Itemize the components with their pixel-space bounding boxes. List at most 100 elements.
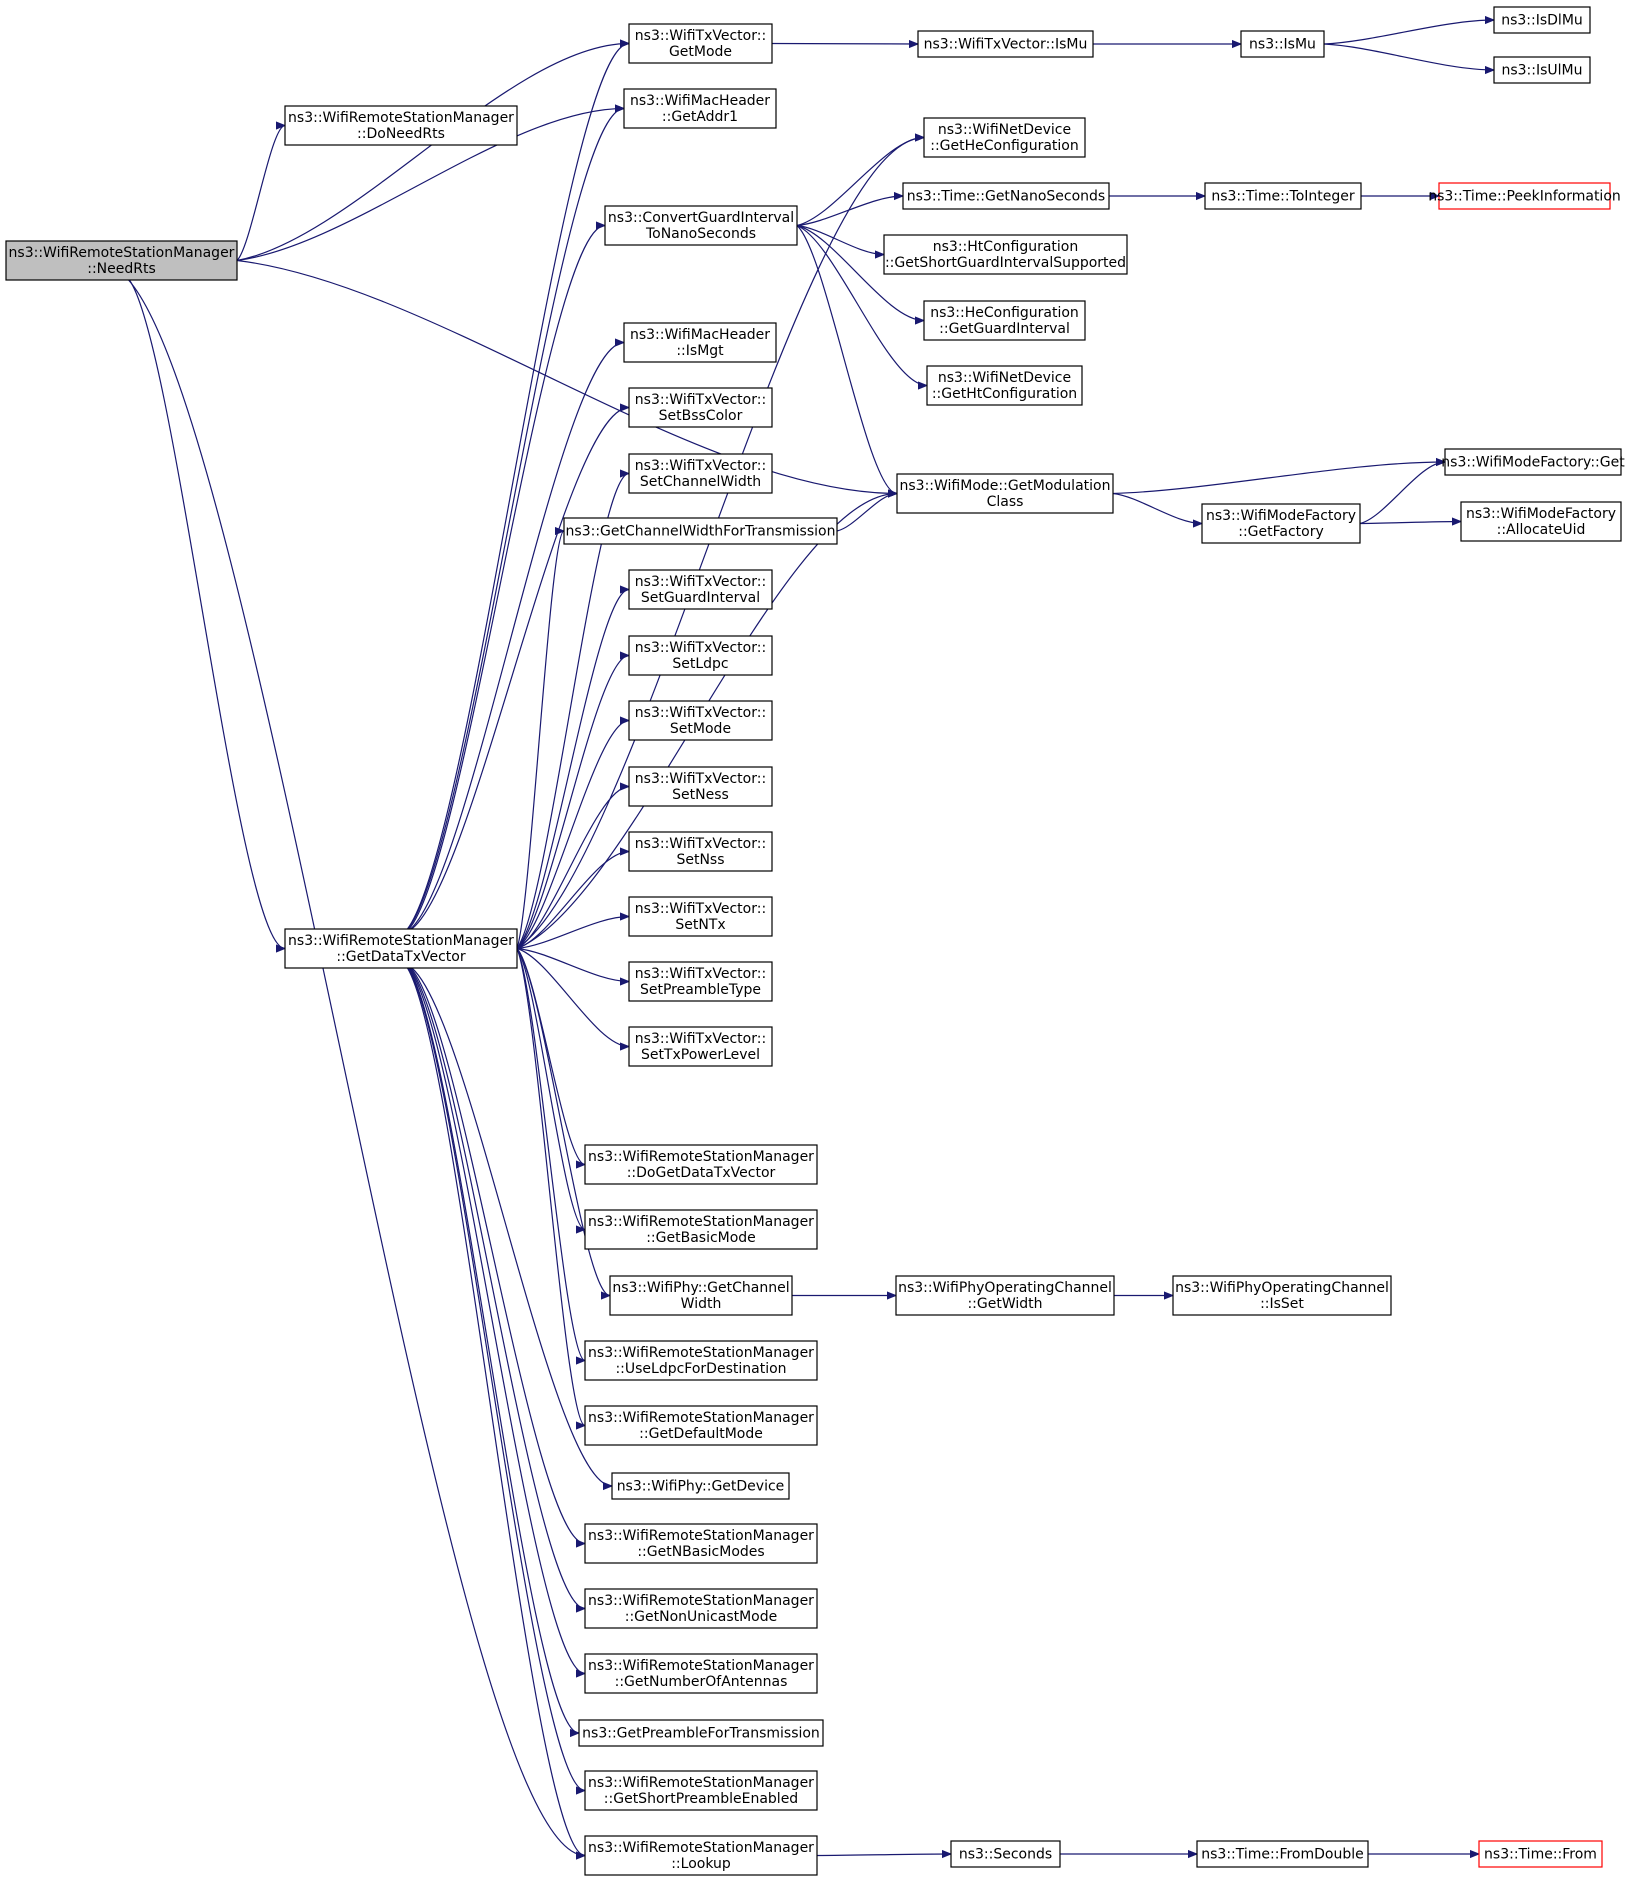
node-box [1196,1840,1369,1868]
node-label-line: ns3::WifiPhyOperatingChannel [1175,1280,1389,1296]
node-label-line: ::GetHtConfiguration [932,386,1077,402]
node-label-line: ns3::WifiTxVector::IsMu [924,37,1088,53]
node-modefactory-allocateuid[interactable]: ns3::WifiModeFactory::AllocateUid [1460,501,1622,542]
node-modefactory-getfactory[interactable]: ns3::WifiModeFactory::GetFactory [1201,503,1361,544]
node-txvector-setntx[interactable]: ns3::WifiTxVector::SetNTx [628,896,773,937]
node-txvector-setldpc[interactable]: ns3::WifiTxVector::SetLdpc [628,635,773,676]
node-operatingchannel-isset[interactable]: ns3::WifiPhyOperatingChannel::IsSet [1172,1275,1392,1316]
node-seconds[interactable]: ns3::Seconds [950,1840,1061,1868]
node-time-getnanoseconds[interactable]: ns3::Time::GetNanoSeconds [902,182,1110,210]
node-time-peekinformation[interactable]: ns3::Time::PeekInformation [1428,182,1621,210]
node-label-line: ::GetGuardInterval [939,321,1070,337]
node-txvector-setness[interactable]: ns3::WifiTxVector::SetNess [628,766,773,807]
node-label-line: ns3::WifiRemoteStationManager [588,1345,814,1361]
node-getdefaultmode[interactable]: ns3::WifiRemoteStationManager::GetDefaul… [584,1405,818,1446]
node-label-line: ::GetAddr1 [662,109,738,125]
node-txvector-setnss[interactable]: ns3::WifiTxVector::SetNss [628,831,773,872]
edges-layer [128,20,1494,1856]
node-time-fromdouble[interactable]: ns3::Time::FromDouble [1196,1840,1369,1868]
node-macheader-getaddr1[interactable]: ns3::WifiMacHeader::GetAddr1 [623,88,777,129]
node-getnonunicastmode[interactable]: ns3::WifiRemoteStationManager::GetNonUni… [584,1588,818,1629]
node-label-line: ::IsSet [1260,1296,1304,1312]
node-label-line: ns3::WifiModeFactory [1466,506,1616,522]
node-txvector-setguardinterval[interactable]: ns3::WifiTxVector::SetGuardInterval [628,569,773,610]
node-getpreamblefortransmission[interactable]: ns3::GetPreambleForTransmission [578,1719,824,1747]
node-txvector-setpreambletype[interactable]: ns3::WifiTxVector::SetPreambleType [628,961,773,1002]
node-getdatatxvector[interactable]: ns3::WifiRemoteStationManager::GetDataTx… [284,928,518,969]
node-heconfig-getguardinterval[interactable]: ns3::HeConfiguration::GetGuardInterval [923,300,1086,341]
node-phy-getdevice[interactable]: ns3::WifiPhy::GetDevice [611,1472,790,1500]
edge-convertgi-to-htcfg-getsgi [796,224,884,255]
edge-getdatatxvector-to-getchwidthfortx [516,531,565,949]
node-box [1444,448,1622,476]
node-macheader-ismgt[interactable]: ns3::WifiMacHeader::IsMgt [623,322,777,363]
edge-getdatatxvector-to-useldpcfordest [516,948,586,1361]
node-txvector-setmode[interactable]: ns3::WifiTxVector::SetMode [628,700,773,741]
edge-getdatatxvector-to-lookup [406,967,586,1856]
node-isulmu[interactable]: ns3::IsUlMu [1493,56,1591,84]
edge-ismu-to-isdlmu [1323,20,1494,45]
node-box [604,205,798,246]
node-phy-getchannelwidth[interactable]: ns3::WifiPhy::GetChannelWidth [609,1275,793,1316]
node-label-line: ::GetNonUnicastMode [625,1609,778,1625]
node-getnbasicmodes[interactable]: ns3::WifiRemoteStationManager::GetNBasic… [584,1523,818,1564]
node-netdevice-gethecfg[interactable]: ns3::WifiNetDevice::GetHeConfiguration [923,117,1086,158]
node-htconfig-getshortguardinterval[interactable]: ns3::HtConfiguration::GetShortGuardInter… [883,234,1128,275]
node-label-line: ns3::WifiRemoteStationManager [588,1775,814,1791]
node-label-line: SetPreambleType [640,982,761,998]
node-box [584,1835,818,1876]
node-label-line: ::GetShortGuardIntervalSupported [885,255,1126,271]
node-operatingchannel-getwidth[interactable]: ns3::WifiPhyOperatingChannel::GetWidth [895,1275,1115,1316]
node-txvector-ismu[interactable]: ns3::WifiTxVector::IsMu [917,30,1094,58]
node-needrts[interactable]: ns3::WifiRemoteStationManager::NeedRts [5,240,238,281]
node-label-line: ns3::WifiPhyOperatingChannel [898,1280,1112,1296]
node-getbasicmode[interactable]: ns3::WifiRemoteStationManager::GetBasicM… [584,1209,818,1250]
node-getshortpreambleenabled[interactable]: ns3::WifiRemoteStationManager::GetShortP… [584,1770,818,1811]
edge-getdatatxvector-to-txv-setness [516,787,630,950]
node-txvector-setchannelwidth[interactable]: ns3::WifiTxVector::SetChannelWidth [628,453,773,494]
node-time-from[interactable]: ns3::Time::From [1478,1840,1603,1868]
node-label-line: ns3::Time::ToInteger [1211,189,1355,205]
node-box [284,105,518,146]
node-txvector-setbsscolor[interactable]: ns3::WifiTxVector::SetBssColor [628,387,773,428]
node-txvector-settxpowerlevel[interactable]: ns3::WifiTxVector::SetTxPowerLevel [628,1026,773,1067]
node-useldpcfordestination[interactable]: ns3::WifiRemoteStationManager::UseLdpcFo… [584,1340,818,1381]
node-netdevice-gethtcfg[interactable]: ns3::WifiNetDevice::GetHtConfiguration [926,365,1083,406]
node-box [1240,30,1325,58]
node-label-line: SetNess [672,787,729,803]
node-dogetdatatxvector[interactable]: ns3::WifiRemoteStationManager::DoGetData… [584,1144,818,1185]
node-label-line: SetTxPowerLevel [641,1047,760,1063]
edge-getdatatxvector-to-getshortpreamble [407,967,586,1791]
node-box [584,1144,818,1185]
node-modefactory-get[interactable]: ns3::WifiModeFactory::Get [1441,448,1625,476]
edge-convertgi-to-hecfg-getgi [796,224,924,321]
node-ismu[interactable]: ns3::IsMu [1240,30,1325,58]
node-label-line: ::GetWidth [967,1296,1042,1312]
edge-getdatatxvector-to-phy-getdevice [411,967,612,1486]
node-label-line: SetChannelWidth [640,474,761,490]
node-isdlmu[interactable]: ns3::IsDlMu [1493,6,1591,34]
edge-needrts-to-lookup [128,279,585,1856]
node-label-line: SetGuardInterval [641,590,760,606]
node-lookup[interactable]: ns3::WifiRemoteStationManager::Lookup [584,1835,818,1876]
node-box [584,1588,818,1629]
edge-getdatatxvector-to-dogetdatatxvector [516,948,586,1165]
edge-convertgi-to-mode-getmodclass [796,225,898,494]
node-getchannelwidthfortransmission[interactable]: ns3::GetChannelWidthForTransmission [563,517,838,545]
node-label-line: ns3::WifiTxVector:: [635,458,766,474]
node-label-line: ::GetNBasicModes [637,1544,764,1560]
node-getnumberofantennas[interactable]: ns3::WifiRemoteStationManager::GetNumber… [584,1653,818,1694]
node-time-tointeger[interactable]: ns3::Time::ToInteger [1204,182,1362,210]
node-label-line: Width [681,1296,722,1312]
node-label-line: ns3::WifiTxVector:: [635,966,766,982]
node-label-line: ns3::IsDlMu [1501,13,1583,29]
node-box [563,517,838,545]
node-doneedrts[interactable]: ns3::WifiRemoteStationManager::DoNeedRts [284,105,518,146]
node-box [883,234,1128,275]
node-txvector-getmode[interactable]: ns3::WifiTxVector::GetMode [628,23,773,64]
node-label-line: ns3::WifiMacHeader [630,93,770,109]
node-label-line: Class [987,494,1024,510]
node-box [628,700,773,741]
